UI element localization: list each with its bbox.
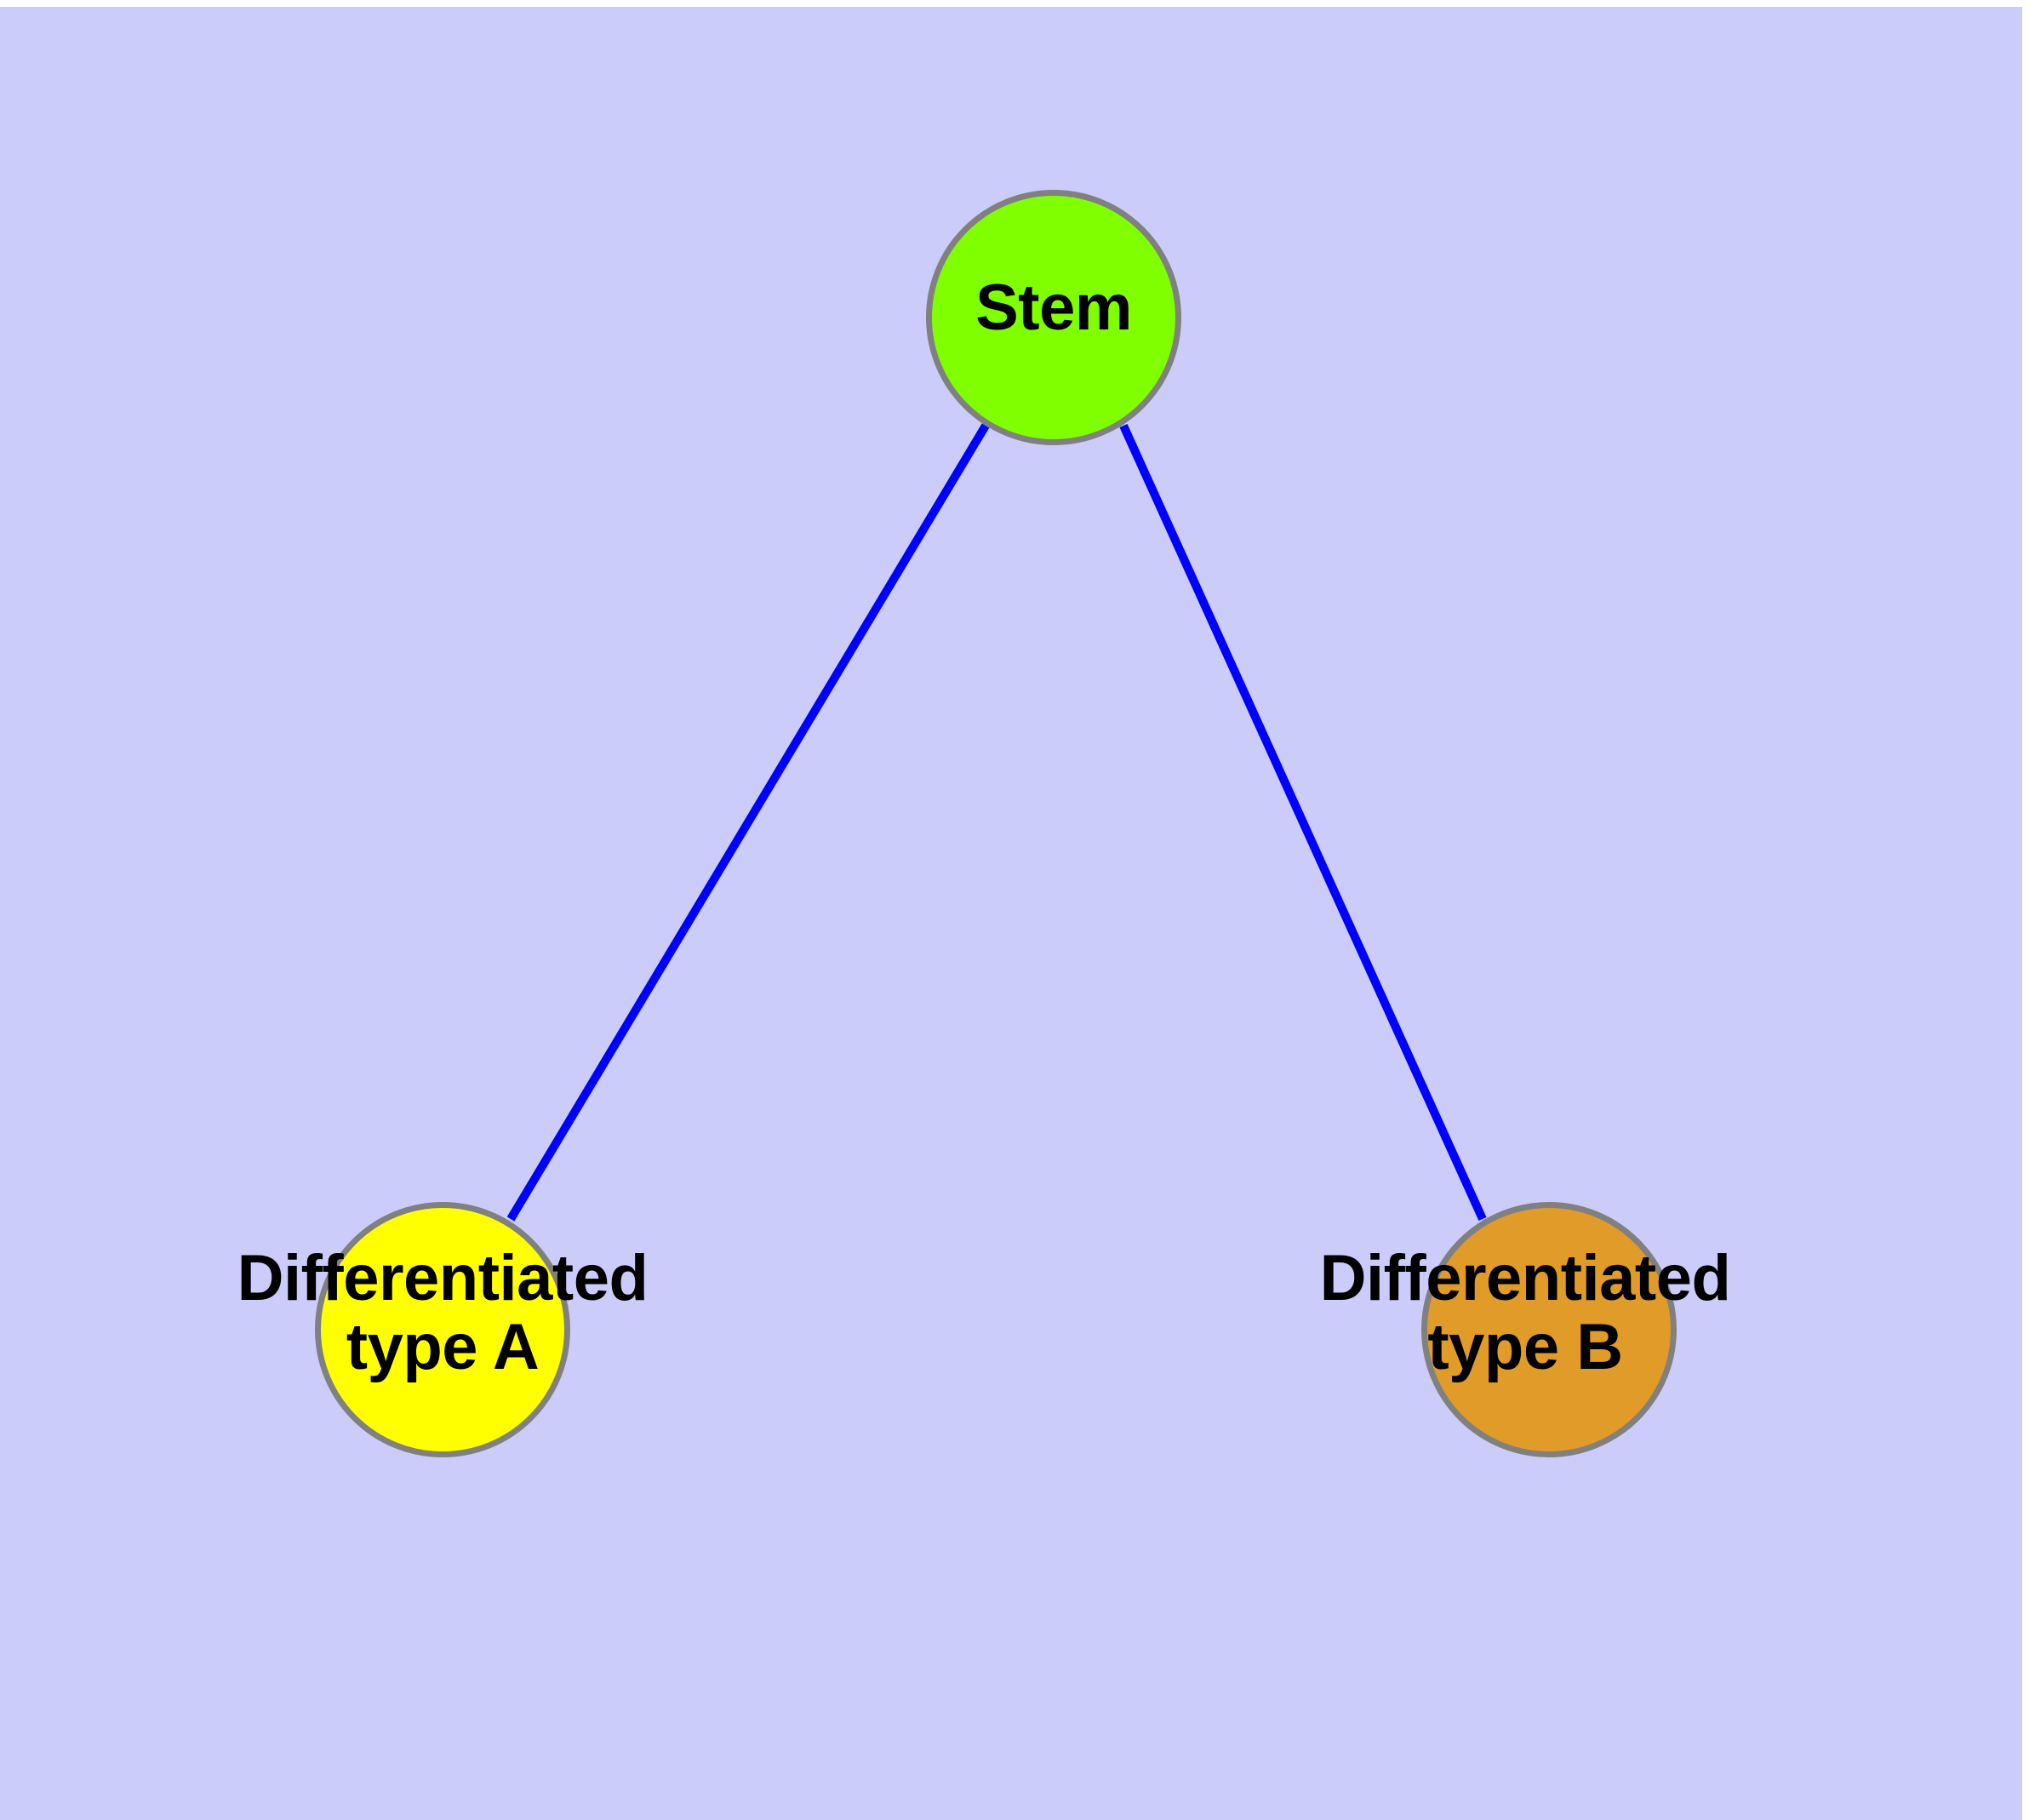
nodes-group [315,190,1677,1457]
node-differentiated-type-a[interactable] [315,1202,570,1457]
edge-stem-to-differentiated-type-b [1119,423,1487,1222]
edges-group [506,423,1487,1222]
node-stem[interactable] [926,190,1181,445]
edge-stem-to-differentiated-type-a [506,423,990,1222]
node-differentiated-type-b[interactable] [1421,1202,1677,1457]
